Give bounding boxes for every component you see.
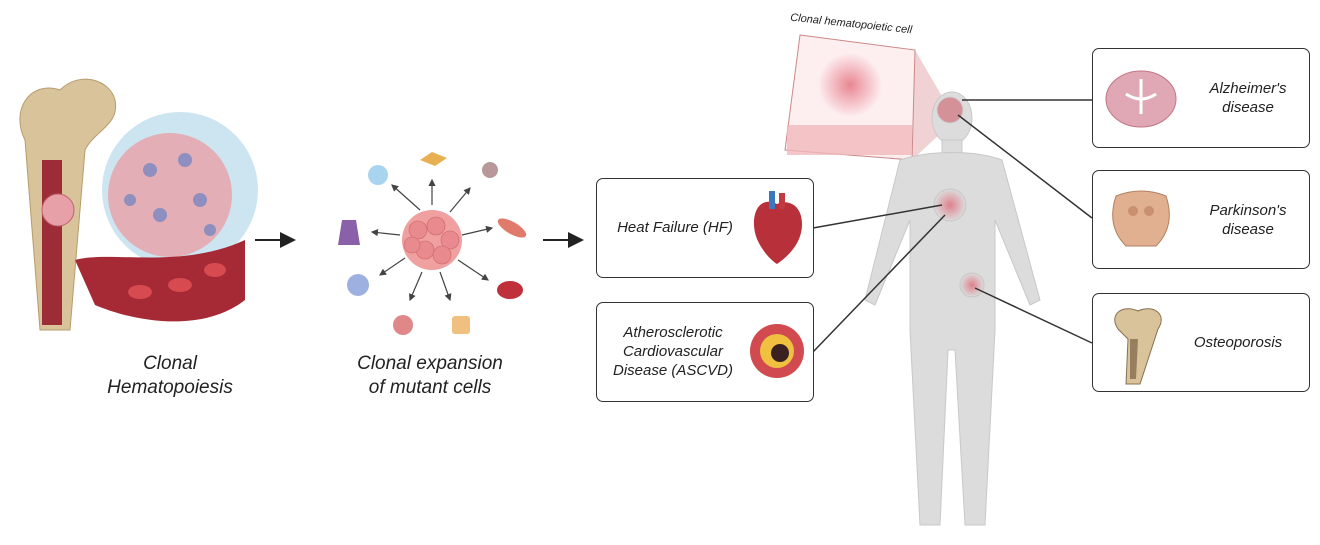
disease-box-osteoporosis: Osteoporosis	[1092, 293, 1310, 392]
connector-lines	[812, 99, 1093, 353]
label-line: Parkinson's	[1209, 202, 1287, 219]
human-body	[864, 91, 1041, 526]
label-line: Cardiovascular	[622, 343, 724, 360]
clonal-cell-inset	[784, 34, 955, 161]
label-line: Alzheimer's	[1209, 80, 1287, 97]
artery-icon	[750, 324, 804, 378]
disease-box-hf: Heat Failure (HF)	[596, 178, 814, 278]
label-line: Clonal	[143, 353, 197, 374]
disease-label: Heat Failure (HF)	[617, 219, 733, 236]
label-line: Clonal expansion	[357, 353, 503, 374]
disease-box-ascvd: Atherosclerotic Cardiovascular Disease (…	[596, 302, 814, 402]
label-line: of mutant cells	[368, 377, 492, 398]
femur-icon	[1114, 308, 1162, 385]
brainstem-icon	[1112, 190, 1170, 247]
label-clonal-expansion: Clonal expansion of mutant cells	[340, 352, 520, 400]
label-line: Atherosclerotic	[623, 324, 723, 341]
disease-label: Osteoporosis	[1193, 334, 1283, 351]
label-line: Disease (ASCVD)	[612, 362, 734, 379]
disease-box-parkinsons: Parkinson's disease	[1092, 170, 1310, 269]
brain-section-icon	[1105, 70, 1177, 128]
label-line: disease	[1222, 221, 1274, 238]
label-line: Hematopoiesis	[107, 377, 233, 398]
disease-label: Atherosclerotic Cardiovascular Disease (…	[603, 323, 743, 380]
heart-icon	[753, 191, 802, 264]
bone-marrow-illustration	[19, 78, 258, 331]
label-line: disease	[1222, 99, 1274, 116]
disease-label: Alzheimer's disease	[1193, 79, 1303, 117]
label-clonal-hematopoiesis: Clonal Hematopoiesis	[95, 352, 245, 400]
disease-label: Parkinson's disease	[1193, 201, 1303, 239]
disease-box-alzheimers: Alzheimer's disease	[1092, 48, 1310, 148]
mutant-cell-cluster	[338, 152, 527, 335]
